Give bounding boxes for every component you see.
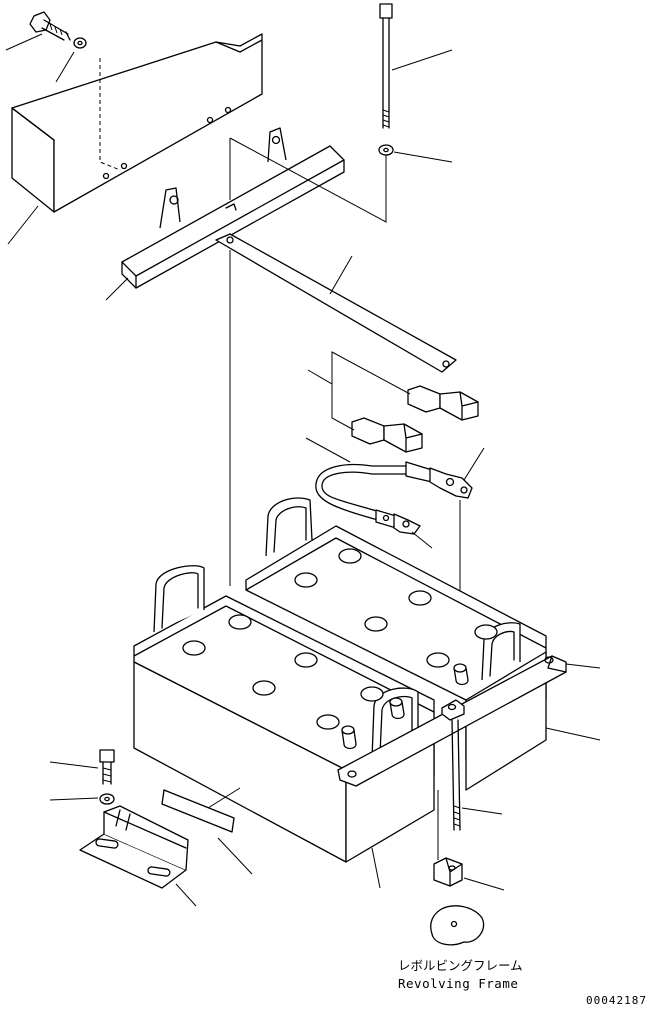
caution-label-icon xyxy=(161,789,235,833)
washer-icon xyxy=(99,793,115,805)
caption-english: Revolving Frame xyxy=(398,976,518,991)
battery-holder-plate-icon xyxy=(215,233,457,373)
cover-washer-icon xyxy=(73,37,87,49)
washer-icon xyxy=(378,144,394,156)
caption-japanese: レボルビングフレーム xyxy=(398,958,523,973)
bolt-icon xyxy=(451,719,461,831)
cover-bolt-icon xyxy=(29,11,71,41)
battery-cable-icon xyxy=(315,461,473,535)
cover-bracket-icon xyxy=(121,127,345,289)
cell-cap-icon xyxy=(294,548,498,668)
long-bolt-icon xyxy=(379,3,393,129)
bolt-icon xyxy=(99,749,115,785)
figure-id: 00042187 xyxy=(586,994,647,1006)
nut-icon xyxy=(433,857,463,887)
battery-cover-icon xyxy=(11,33,263,213)
terminal-cap-icon xyxy=(351,385,479,453)
mounting-bracket-icon xyxy=(79,805,189,889)
cell-cap-icon xyxy=(182,614,384,730)
